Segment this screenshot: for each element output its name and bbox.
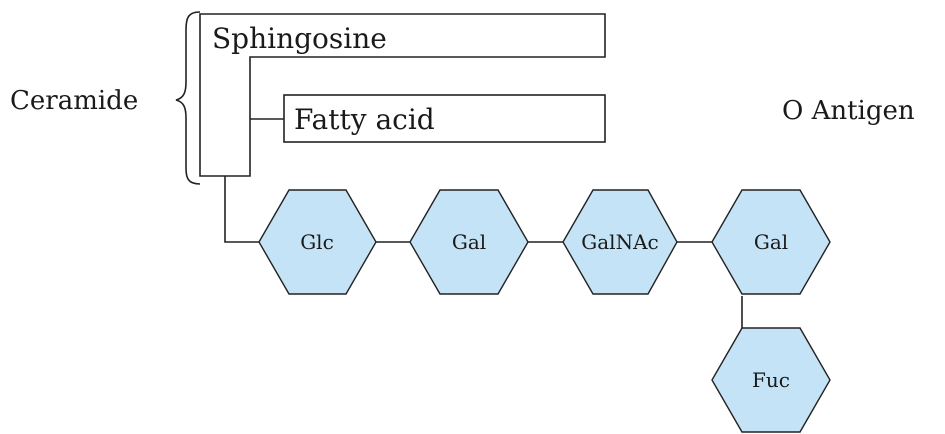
ceramide-to-glc-connector — [224, 176, 262, 243]
sugar-label: Fuc — [752, 368, 790, 392]
sphingosine-label: Sphingosine — [212, 22, 387, 55]
sugar-gal — [409, 189, 529, 295]
sphingosine-block — [199, 13, 606, 177]
fatty-acid-label: Fatty acid — [294, 103, 435, 136]
o-antigen-label: O Antigen — [782, 96, 915, 126]
sugar-label: GalNAc — [581, 230, 658, 254]
sugar-galnac — [562, 189, 678, 295]
fatty-acid-block — [283, 94, 606, 143]
ceramide-brace — [175, 11, 201, 185]
ceramide-label: Ceramide — [10, 86, 138, 116]
sugar-gal-terminal — [711, 189, 831, 295]
sugar-label: Gal — [452, 230, 486, 254]
sugar-label: Gal — [754, 230, 788, 254]
sugar-glc — [258, 189, 377, 295]
sugar-label: Glc — [300, 230, 334, 254]
sugar-fuc — [711, 327, 831, 433]
